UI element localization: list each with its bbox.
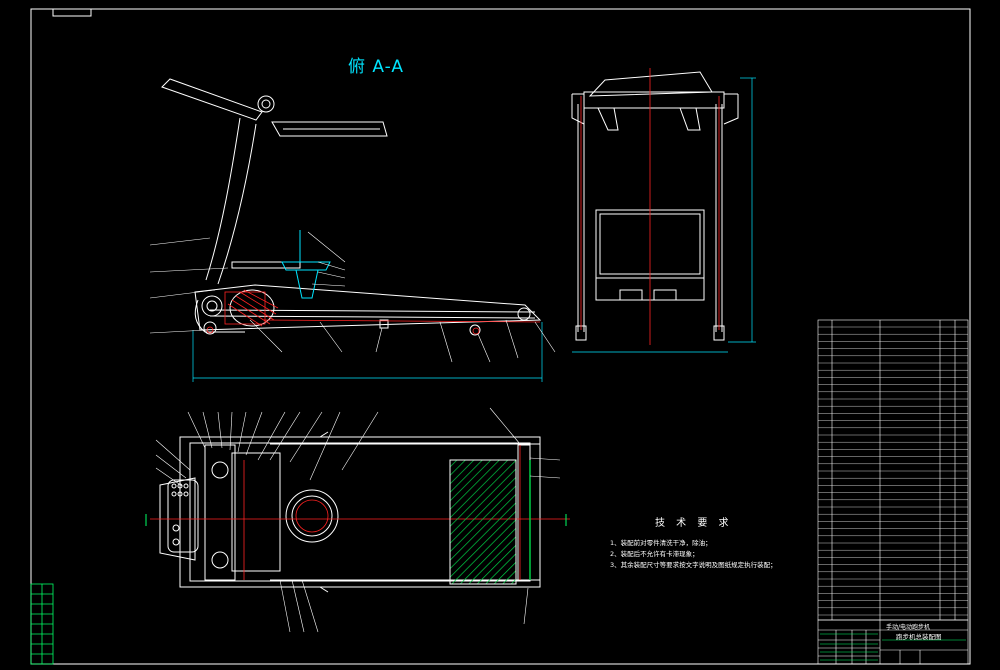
tech-requirement-1: 1、装配前对零件清洗干净，除油； <box>610 539 712 547</box>
section-title: 俯 A-A <box>348 57 405 77</box>
sheet-border <box>30 8 971 665</box>
title-block-drawing-name: 跑步机总装配图 <box>896 633 942 641</box>
section-arrows <box>145 514 567 526</box>
tech-requirements-title: 技 术 要 求 <box>655 518 733 529</box>
front-dimensions <box>572 77 756 353</box>
parts-list-table <box>817 319 969 621</box>
side-view <box>161 78 542 336</box>
front-view <box>571 71 739 341</box>
motor-section-hatch <box>206 289 541 335</box>
parts-list-rows <box>818 326 968 616</box>
top-leaders <box>155 407 561 633</box>
cup-holder <box>281 230 331 299</box>
binding-margin-table <box>30 583 54 665</box>
title-block-green <box>820 633 966 661</box>
tech-requirement-2: 2、装配后不允许有卡滞现象； <box>610 550 699 558</box>
side-leaders <box>149 231 556 363</box>
title-block-part-name: 手动/电动跑步机 <box>886 624 931 631</box>
front-centerline <box>580 68 720 345</box>
tech-requirement-3: 3、其余装配尺寸等要求按文字说明及图纸规定执行装配； <box>610 561 777 569</box>
title-block <box>817 619 969 665</box>
side-dimensions <box>192 322 543 382</box>
belt-hatch <box>449 459 531 585</box>
